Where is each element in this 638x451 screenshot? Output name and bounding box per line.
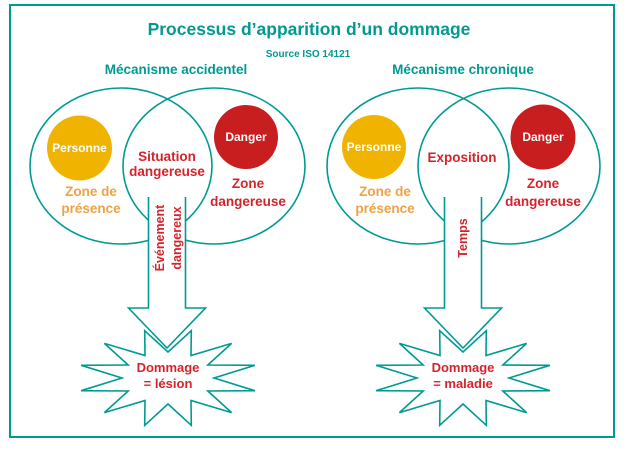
person-label: Personne: [347, 140, 402, 154]
outcome-label-line2: = lésion: [144, 376, 193, 391]
mechanism-accidentel: Mécanisme accidentel Personne Danger Sit…: [29, 62, 306, 428]
event-arrow-fill: [128, 197, 206, 348]
damage-starburst: [375, 328, 551, 428]
event-arrow-outline: [126, 197, 208, 350]
danger-zone-ellipse: [122, 87, 306, 245]
mechanism-heading: Mécanisme chronique: [392, 62, 534, 77]
outcome-label-line2: = maladie: [433, 376, 493, 391]
overlap-label-line1: Situation: [138, 149, 196, 164]
damage-starburst: [80, 328, 256, 428]
arrow-label-line1: Événement: [152, 204, 167, 272]
outcome-label-line1: Dommage: [137, 360, 200, 375]
mechanism-chronique: Mécanisme chronique Personne Danger Expo…: [326, 62, 601, 428]
danger-label: Danger: [225, 130, 267, 144]
overlap-label-line2: dangereuse: [129, 164, 205, 179]
danger-circle: [510, 104, 576, 170]
person-circle: [47, 115, 112, 181]
danger-zone-label-line1: Zone: [232, 176, 265, 191]
person-label: Personne: [52, 141, 107, 155]
time-arrow-fill: [424, 197, 502, 348]
danger-label: Danger: [522, 130, 564, 144]
source-caption: Source ISO 14121: [266, 49, 351, 60]
time-arrow-outline: [422, 197, 504, 350]
outcome-label-line1: Dommage: [432, 360, 495, 375]
presence-zone-label-line2: présence: [61, 201, 121, 216]
danger-circle: [214, 105, 278, 169]
presence-zone-label-line1: Zone de: [359, 184, 411, 199]
danger-zone-label-line2: dangereuse: [210, 194, 286, 209]
page-title: Processus d’apparition d’un dommage: [148, 19, 471, 39]
arrow-label-line2: dangereux: [170, 206, 184, 269]
presence-zone-ellipse: [29, 87, 213, 245]
danger-zone-ellipse: [417, 87, 601, 245]
presence-zone-label-line1: Zone de: [65, 184, 117, 199]
arrow-label: Temps: [456, 218, 470, 257]
mechanism-heading: Mécanisme accidentel: [105, 62, 248, 77]
danger-zone-label-line2: dangereuse: [505, 194, 581, 209]
danger-zone-label-line1: Zone: [527, 176, 560, 191]
presence-zone-ellipse: [326, 87, 510, 245]
presence-zone-label-line2: présence: [355, 201, 415, 216]
overlap-label: Exposition: [427, 150, 496, 165]
person-circle: [342, 115, 406, 179]
